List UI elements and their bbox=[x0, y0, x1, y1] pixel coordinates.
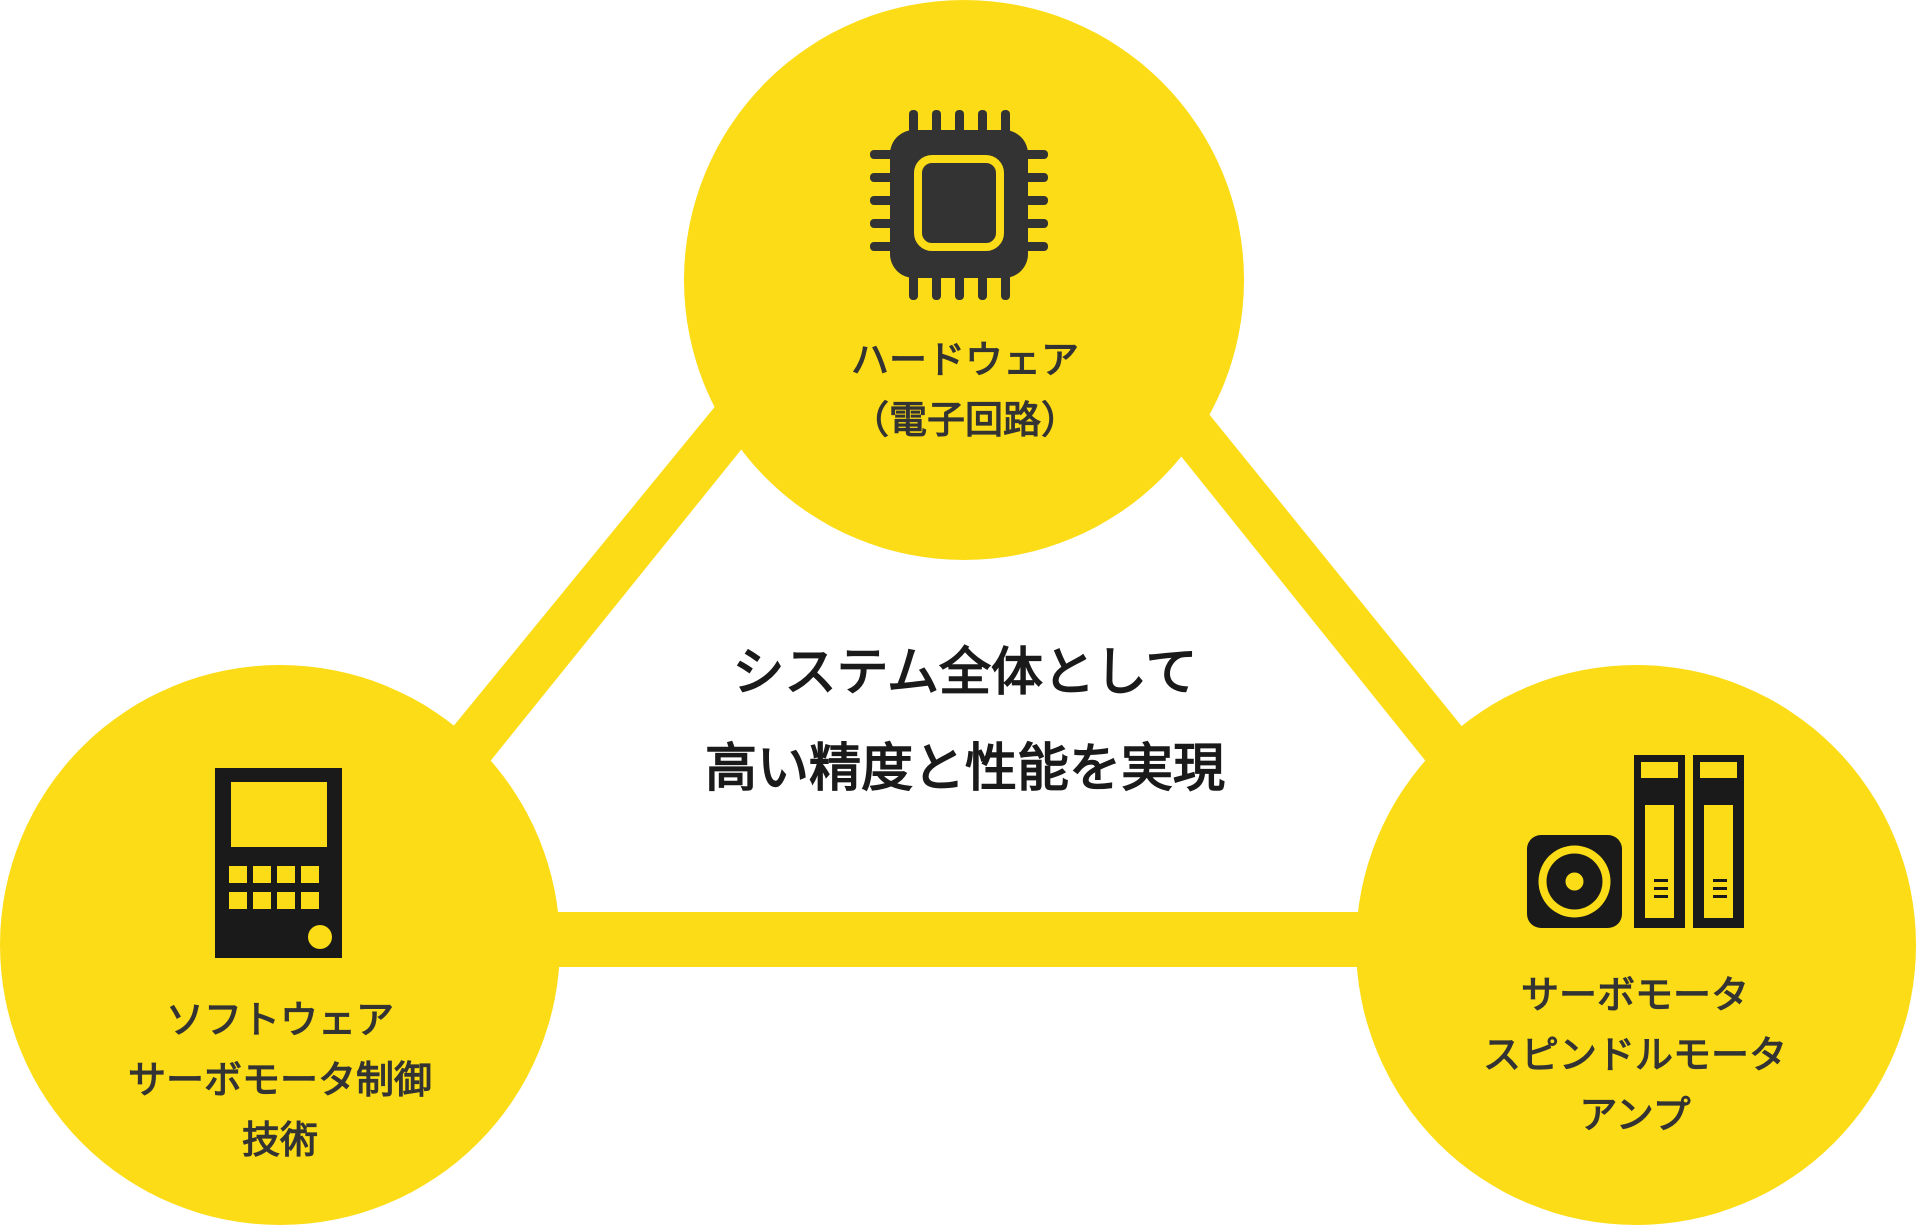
motor-label: サーボモータ スピンドルモータ アンプ bbox=[1435, 965, 1835, 1145]
center-message: システム全体として 高い精度と性能を実現 bbox=[620, 625, 1310, 817]
hardware-label-line2: （電子回路） bbox=[850, 398, 1079, 442]
motor-label-line2: スピンドルモータ bbox=[1482, 1033, 1787, 1077]
cpu-chip-icon bbox=[870, 110, 1048, 300]
controller-screen bbox=[231, 782, 327, 847]
cpu-body bbox=[890, 130, 1028, 278]
amplifier-unit-right bbox=[1693, 755, 1744, 928]
software-label-line3: 技術 bbox=[241, 1118, 318, 1162]
servo-motor-icon bbox=[1527, 835, 1622, 928]
edge-software-motor bbox=[520, 912, 1380, 967]
controller-knob bbox=[308, 925, 332, 949]
handheld-controller-icon bbox=[215, 768, 342, 958]
center-message-line1: システム全体として bbox=[732, 643, 1198, 703]
edge-hardware-software bbox=[447, 398, 757, 764]
connector-edges bbox=[447, 398, 1468, 967]
software-label: ソフトウェア サーボモータ制御 技術 bbox=[80, 990, 480, 1170]
software-label-line1: ソフトウェア bbox=[165, 998, 394, 1042]
controller-keypad bbox=[229, 866, 319, 909]
motor-label-line3: アンプ bbox=[1579, 1093, 1691, 1137]
motor-label-line1: サーボモータ bbox=[1520, 973, 1749, 1017]
amplifier-unit-left bbox=[1634, 755, 1685, 928]
motor-circle bbox=[1356, 665, 1916, 1225]
hardware-label: ハードウェア （電子回路） bbox=[765, 330, 1165, 450]
edge-hardware-motor bbox=[1160, 398, 1468, 764]
cpu-core-ring bbox=[914, 155, 1004, 251]
servo-motor-amplifier-icon bbox=[1527, 755, 1744, 928]
hardware-label-line1: ハードウェア bbox=[850, 338, 1079, 382]
software-label-line2: サーボモータ制御 bbox=[127, 1058, 432, 1102]
center-message-line2: 高い精度と性能を実現 bbox=[704, 739, 1225, 799]
cpu-pins-bottom bbox=[909, 270, 1010, 300]
